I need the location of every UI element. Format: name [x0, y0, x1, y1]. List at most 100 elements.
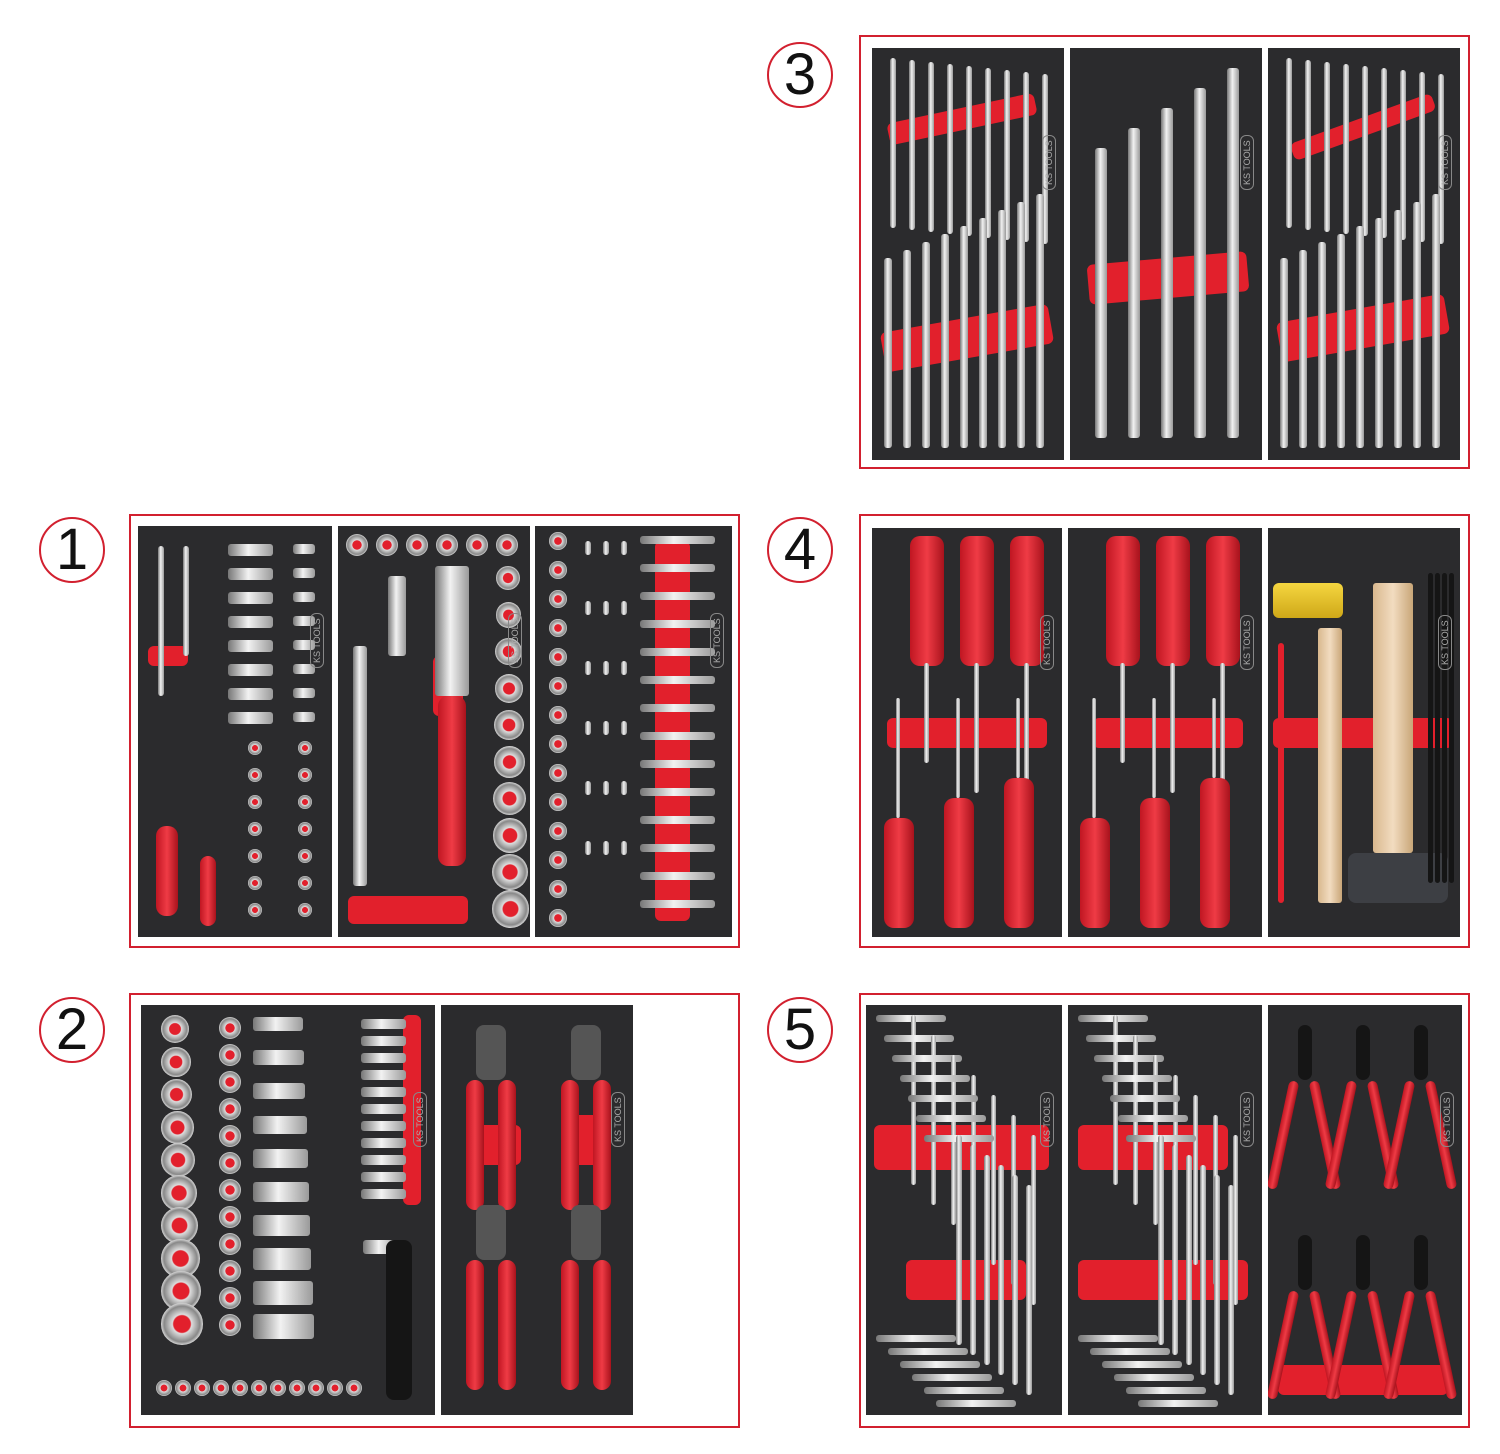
socket: [161, 1047, 191, 1077]
bit: [640, 704, 715, 712]
pliers-handle: [498, 1260, 516, 1390]
wrench: [1128, 128, 1140, 438]
bit-socket: [549, 735, 567, 753]
ks-tools-logo: KS TOOLS: [1440, 1092, 1454, 1147]
small-bit: [603, 541, 609, 555]
t-handle-shaft: [956, 1135, 962, 1345]
t-bar: [183, 546, 189, 656]
foam-strip: [1278, 1365, 1448, 1395]
wrench: [941, 234, 949, 448]
small-bit: [603, 601, 609, 615]
callout-number: 5: [783, 997, 817, 1062]
screwdriver-handle: [1004, 778, 1034, 928]
bit-socket: [298, 795, 312, 809]
wrench: [1356, 226, 1364, 448]
screwdriver-shaft: [1120, 663, 1125, 763]
bit: [640, 788, 715, 796]
wrench: [1194, 88, 1206, 438]
socket: [293, 664, 315, 674]
deep-socket: [253, 1149, 308, 1168]
wrench: [960, 226, 968, 448]
t-handle-bar: [912, 1374, 992, 1381]
socket: [219, 1125, 241, 1147]
socket: [376, 534, 398, 556]
wrench: [1023, 72, 1029, 242]
torx-screwdrivers-tray: KS TOOLS: [1068, 528, 1262, 937]
deep-socket: [253, 1116, 307, 1134]
screwdriver-handle: [1080, 818, 1110, 928]
wrench: [1413, 202, 1421, 448]
socket: [219, 1179, 241, 1201]
small-bit: [603, 661, 609, 675]
screwdriver-shaft: [956, 698, 960, 798]
foam-strip: [348, 896, 468, 924]
socket: [293, 544, 315, 554]
t-handle-shaft: [1214, 1175, 1220, 1385]
wrench: [1036, 194, 1044, 448]
socket: [496, 566, 520, 590]
t-handle-bar: [908, 1095, 978, 1102]
t-handle-shaft: [1200, 1165, 1206, 1375]
deep-socket: [361, 1121, 406, 1131]
socket: [161, 1303, 203, 1345]
socket: [492, 818, 527, 853]
circlip-head: [1356, 1025, 1370, 1080]
deep-socket: [253, 1182, 309, 1202]
foam-strip: [1273, 718, 1453, 748]
t-handle-bar: [1118, 1115, 1188, 1122]
socket: [219, 1098, 241, 1120]
callout-number: 4: [783, 517, 817, 582]
socket: [219, 1071, 241, 1093]
bit-socket: [549, 822, 567, 840]
small-bit: [621, 721, 627, 735]
bit: [640, 816, 715, 824]
socket: [219, 1017, 241, 1039]
screwdriver-handle: [1200, 778, 1230, 928]
deep-socket: [361, 1053, 406, 1063]
hammer-handle: [1373, 583, 1413, 853]
small-socket: [346, 1380, 362, 1396]
bit: [640, 732, 715, 740]
socket: [466, 534, 488, 556]
deep-socket: [361, 1189, 406, 1199]
socket: [293, 688, 315, 698]
t-handle-bar: [1138, 1400, 1218, 1407]
bit-socket: [549, 677, 567, 695]
wrench: [1095, 148, 1107, 438]
ratchet-handle: [200, 856, 216, 926]
deep-socket: [361, 1070, 406, 1080]
wrench: [1227, 68, 1239, 438]
bit-socket: [549, 619, 567, 637]
socket: [493, 782, 526, 815]
wrench: [1337, 234, 1345, 448]
wrench: [1381, 68, 1387, 238]
t-handle-shaft: [1193, 1095, 1198, 1265]
small-bit: [621, 541, 627, 555]
bit-socket: [298, 741, 312, 755]
small-socket: [308, 1380, 324, 1396]
socket: [346, 534, 368, 556]
t-handle-bar: [1102, 1361, 1182, 1368]
t-handle-bar: [924, 1387, 1004, 1394]
bit-socket: [248, 903, 262, 917]
screwdriver-handle: [960, 536, 994, 666]
bit: [640, 872, 715, 880]
screwdriver-handle: [156, 826, 178, 916]
socket: [436, 534, 458, 556]
t-handle-bar: [892, 1055, 962, 1062]
screwdriver-shaft: [1024, 663, 1029, 823]
bit-socket: [248, 768, 262, 782]
wrench: [998, 210, 1006, 448]
ks-tools-logo: KS TOOLS: [1240, 135, 1254, 191]
socket: [293, 640, 315, 650]
circlip-head: [1356, 1235, 1370, 1290]
pliers-head: [476, 1205, 506, 1260]
small-bit: [603, 841, 609, 855]
socket: [494, 674, 523, 703]
callout-number: 3: [783, 42, 817, 107]
wrench: [890, 58, 896, 228]
bit-socket: [248, 795, 262, 809]
t-handle-bar: [936, 1400, 1016, 1407]
wrench: [1280, 258, 1288, 448]
bit: [640, 620, 715, 628]
